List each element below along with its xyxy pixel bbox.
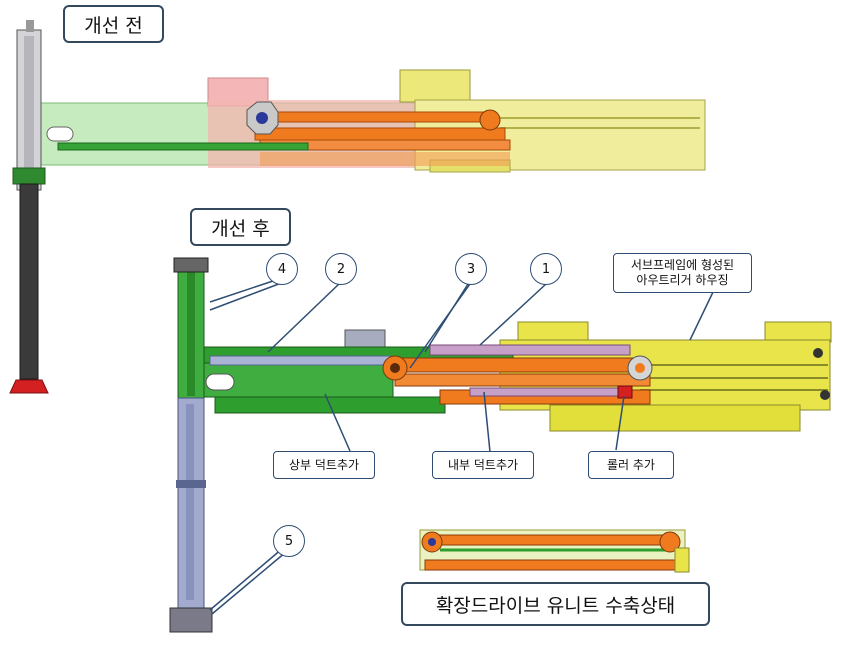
label-upper-duct: 상부 덕트추가 — [273, 451, 375, 479]
leader-lines — [209, 277, 715, 615]
before-leg-inner — [24, 36, 34, 184]
leader-5a — [209, 547, 284, 611]
heading-after: 개선 후 — [190, 208, 291, 246]
retracted-cylinder-top — [424, 534, 676, 546]
leader-1 — [479, 283, 547, 346]
leader-3b — [409, 283, 471, 369]
leader-2 — [267, 282, 341, 353]
after-leg-collar — [176, 480, 206, 488]
label-subframe-housing-line1: 서브프레임에 형성된 — [630, 258, 735, 272]
label-subframe-housing-line2: 아우트리거 하우징 — [636, 273, 729, 287]
before-cylinder-lower — [254, 127, 506, 141]
leader-4b — [209, 281, 285, 311]
after-slot — [205, 373, 235, 391]
after-bolt-2 — [820, 390, 830, 400]
retracted-cylinder-bottom — [424, 559, 676, 571]
callout-3: 3 — [455, 253, 487, 285]
label-subframe-housing: 서브프레임에 형성된 아우트리거 하우징 — [613, 253, 752, 293]
heading-retracted: 확장드라이브 유니트 수축상태 — [401, 582, 710, 626]
after-yellow-mount-right — [764, 321, 832, 343]
after-foot-pad — [169, 607, 213, 633]
after-leg-top-cap — [173, 257, 209, 273]
after-pulley-left-hub — [390, 363, 400, 373]
after-inner-duct-top — [429, 344, 631, 356]
after-upper-duct — [209, 355, 391, 366]
leader-upper-duct — [324, 393, 351, 452]
after-pulley-right-hub — [635, 363, 645, 373]
before-leg-collar — [12, 167, 46, 185]
after-inner-duct — [469, 387, 621, 397]
after-green-beam-mid — [202, 362, 394, 398]
after-leg-steel-inner — [186, 404, 194, 600]
after-cylinder-upper — [394, 357, 641, 373]
before-green-rod — [57, 142, 309, 151]
heading-before: 개선 전 — [63, 5, 164, 43]
retracted-end-bracket — [674, 547, 690, 573]
label-inner-duct: 내부 덕트추가 — [432, 451, 534, 479]
before-foot-pad — [9, 379, 49, 394]
callout-5: 5 — [273, 525, 305, 557]
callout-1: 1 — [530, 253, 562, 285]
callout-2: 2 — [325, 253, 357, 285]
after-assembly — [169, 257, 832, 633]
leader-housing — [689, 289, 715, 341]
before-leg-cap — [26, 20, 34, 32]
leader-5b — [211, 551, 287, 615]
callout-4: 4 — [266, 253, 298, 285]
leader-inner-duct — [483, 391, 491, 453]
before-pulley-right — [479, 109, 501, 131]
before-leg-lower — [19, 183, 39, 380]
retracted-pulley-right — [659, 531, 681, 553]
retracted-assembly — [419, 529, 690, 573]
retracted-pulley-left-hub — [428, 538, 436, 546]
after-leg-green-inner — [187, 272, 195, 396]
before-yellow-mount — [399, 69, 471, 103]
leader-4a — [209, 277, 283, 303]
before-pulley-left-hub — [256, 112, 268, 124]
after-yellow-lower — [549, 404, 801, 432]
after-bolt-1 — [813, 348, 823, 358]
leader-roller — [615, 395, 625, 451]
before-assembly — [9, 20, 706, 394]
before-slot — [46, 126, 74, 142]
after-cylinder-mid — [394, 373, 651, 387]
label-roller: 롤러 추가 — [588, 451, 674, 479]
after-roller — [617, 385, 633, 399]
before-cylinder-upper — [254, 111, 496, 123]
before-lower-plate — [260, 152, 510, 166]
